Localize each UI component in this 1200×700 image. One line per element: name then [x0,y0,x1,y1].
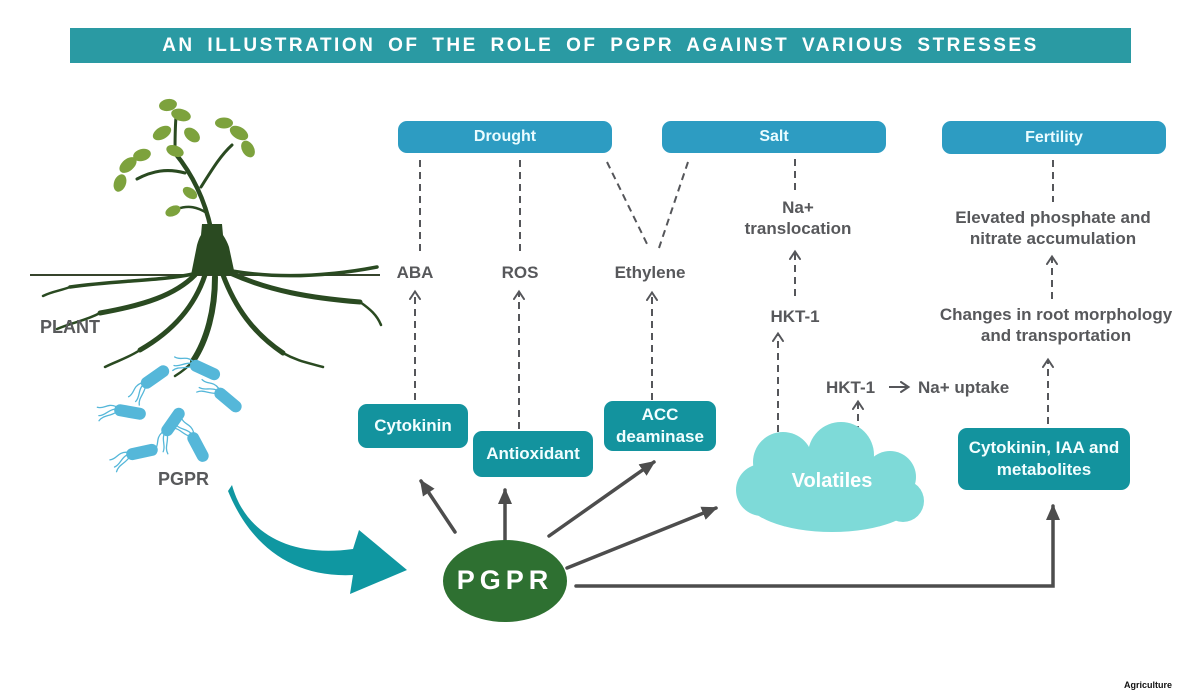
dashed-arrows [409,249,1058,445]
dashed-connectors [419,159,1054,252]
stress-box-fertility: Fertility [942,121,1166,154]
mechanism-box-cytokinin: Cytokinin [358,404,468,448]
mechanism-box-acc-deaminase: ACC deaminase [604,401,716,451]
bacteria-label: PGPR [158,469,210,489]
stress-box-drought: Drought [398,121,612,153]
trunk [191,224,235,275]
mediator-na-translocation: Na+ translocation [744,198,852,239]
mediator-aba: ABA [396,263,434,282]
volatiles-label: Volatiles [791,470,873,492]
mediator-elevated-phosphate: Elevated phosphate and nitrate accumulat… [955,208,1151,249]
mechanism-box-antioxidant: Antioxidant [473,431,593,477]
big-curved-arrow [228,485,407,594]
pgpr-hub-label: PGPR [456,565,554,595]
mediator-ros: ROS [501,263,539,282]
na-uptake-label: Na+ uptake [918,378,1010,397]
pgpr-hub-ellipse [443,540,567,622]
title-banner: AN ILLUSTRATION OF THE ROLE OF PGPR AGAI… [70,28,1131,63]
leaves [113,98,255,217]
mediator-root-changes: Changes in root morphology and transport… [939,305,1173,346]
mediator-ethylene: Ethylene [614,263,686,282]
volatiles-cloud [736,422,924,532]
watermark: Agriculture [1124,680,1173,690]
solid-arrows [419,460,1060,588]
roots [41,265,383,378]
hkt1-source-label: HKT-1 [826,378,876,397]
bacteria-illustration [96,356,242,473]
mediator-hkt1: HKT-1 [770,307,820,326]
plant-label: PLANT [40,317,100,337]
plant-illustration [30,98,383,378]
mechanism-box-cytokinin-iaa: Cytokinin, IAA and metabolites [958,428,1130,490]
stress-box-salt: Salt [662,121,886,153]
